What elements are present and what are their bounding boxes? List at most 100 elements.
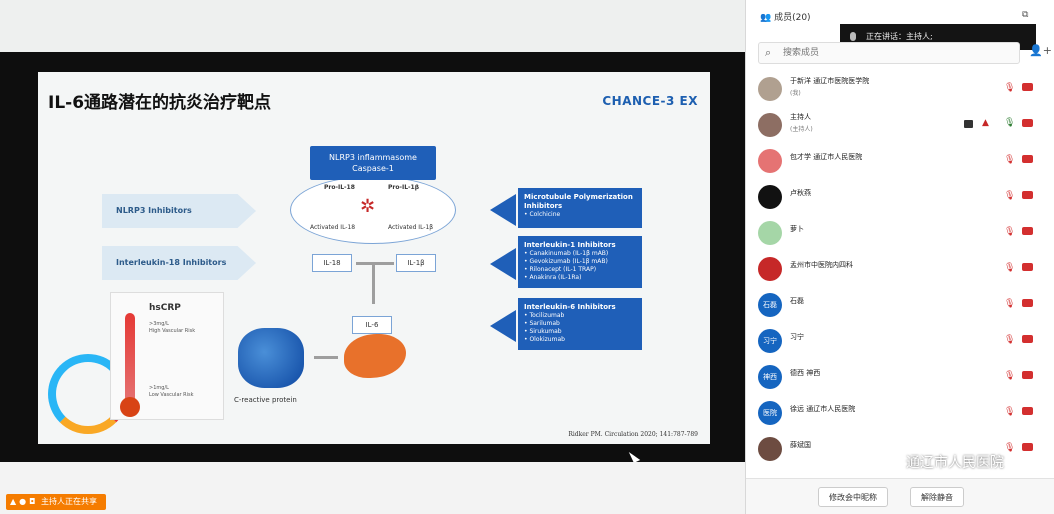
camera-off-icon[interactable] — [1022, 119, 1033, 127]
connector — [372, 264, 375, 304]
member-name: 徐远 通辽市人民医院 — [790, 405, 856, 413]
nlrp3-inhibitors-label: NLRP3 Inhibitors — [102, 194, 256, 228]
member-search[interactable]: ⌕ — [758, 42, 1020, 64]
mic-muted-icon[interactable]: 🎙 — [1004, 155, 1016, 165]
mic-muted-icon[interactable]: 🎙 — [1004, 335, 1016, 345]
il6-inhibitors-box: Interleukin-6 Inhibitors • Tocilizumab •… — [518, 298, 642, 350]
pre-il18-label: Pro-IL-18 — [324, 184, 355, 191]
member-row[interactable]: 习宁 习宁 🎙 — [746, 324, 1054, 360]
mic-active-icon[interactable]: 🎙 — [1004, 118, 1016, 128]
member-name: 薛斌国 — [790, 441, 811, 449]
camera-off-icon[interactable] — [1022, 335, 1033, 343]
low-risk-value: >1mg/L — [149, 385, 169, 391]
crp-protein-image — [238, 328, 304, 388]
members-title: 成员(20) — [774, 13, 811, 23]
avatar — [758, 77, 782, 101]
il1-item: • Gevokizumab (IL-1β mAB) — [524, 258, 608, 265]
search-input[interactable] — [783, 45, 1013, 61]
thermometer-bulb — [120, 397, 140, 417]
member-row[interactable]: 主持人 (主持人) ▲ 🎙 — [746, 108, 1054, 144]
members-panel: 👥 成员(20) ⧉ 正在讲话：主持人; ⌕ 👤+ 于新洋 通辽市医院医学院 (… — [745, 0, 1054, 514]
user-icon: ▲ — [10, 497, 17, 506]
add-member-icon[interactable]: 👤+ — [1029, 44, 1052, 57]
member-name: 德西 神西 — [790, 369, 821, 377]
member-row[interactable]: 于新洋 通辽市医院医学院 (我) 🎙 — [746, 72, 1054, 108]
pre-il1b-label: Pro-IL-1β — [388, 184, 419, 191]
members-header: 👥 成员(20) — [760, 10, 811, 23]
member-role: (我) — [790, 90, 801, 97]
connector — [356, 262, 394, 265]
nlrp3-box: NLRP3 inflammasome Caspase-1 — [310, 146, 436, 180]
sharing-status-badge[interactable]: ▲●◘ 主持人正在共享 — [6, 494, 107, 510]
member-row[interactable]: 薛斌国 🎙 — [746, 432, 1054, 468]
camera-off-icon[interactable] — [1022, 443, 1033, 451]
member-name: 孟州市中医院内四科 — [790, 261, 853, 269]
sharing-status-text: 主持人正在共享 — [41, 497, 98, 506]
avatar — [758, 185, 782, 209]
caspase-pinwheel-icon: ✲ — [360, 196, 376, 217]
member-row[interactable]: 卢秋燕 🎙 — [746, 180, 1054, 216]
microtubule-box: Microtubule Polymerization Inhibitors • … — [518, 188, 642, 228]
avatar: 习宁 — [758, 329, 782, 353]
member-list: 于新洋 通辽市医院医学院 (我) 🎙 主持人 (主持人) ▲ 🎙 包才学 通辽市… — [746, 72, 1054, 468]
member-row[interactable]: 医院 徐远 通辽市人民医院 🎙 — [746, 396, 1054, 432]
il1-item: • Rilonacept (IL-1 TRAP) — [524, 266, 597, 273]
member-name: 萝卜 — [790, 225, 804, 233]
arrow-microtubule — [490, 194, 516, 226]
presentation-slide: IL-6通路潜在的抗炎治疗靶点 CHANCE-3 EX NLRP3 inflam… — [38, 72, 710, 444]
brand-logo: CHANCE-3 EX — [602, 94, 698, 108]
member-row[interactable]: 包才学 通辽市人民医院 🎙 — [746, 144, 1054, 180]
camera-off-icon[interactable] — [1022, 227, 1033, 235]
mic-muted-icon[interactable]: 🎙 — [1004, 263, 1016, 273]
member-name: 包才学 通辽市人民医院 — [790, 153, 863, 161]
mic-muted-icon[interactable]: 🎙 — [1004, 443, 1016, 453]
mic-muted-icon[interactable]: 🎙 — [1004, 227, 1016, 237]
camera-off-icon[interactable] — [1022, 155, 1033, 163]
camera-off-icon[interactable] — [1022, 83, 1033, 91]
low-risk-label: >1mg/L Low Vascular Risk — [149, 385, 194, 399]
member-row[interactable]: 萝卜 🎙 — [746, 216, 1054, 252]
il6-item: • Sirukumab — [524, 328, 562, 335]
unmute-all-button[interactable]: 解除静音 — [910, 487, 964, 507]
hscrp-title: hsCRP — [149, 303, 181, 313]
search-icon: ⌕ — [765, 46, 772, 59]
low-risk-text: Low Vascular Risk — [149, 392, 194, 398]
slide-title: IL-6通路潜在的抗炎治疗靶点 — [48, 93, 272, 113]
high-risk-label: >3mg/L High Vascular Risk — [149, 321, 195, 335]
mic-muted-icon[interactable]: 🎙 — [1004, 83, 1016, 93]
member-row[interactable]: 神西 德西 神西 🎙 — [746, 360, 1054, 396]
panel-footer: 修改会中昵称 解除静音 — [746, 478, 1054, 514]
microtubule-title: Microtubule Polymerization Inhibitors — [524, 193, 633, 210]
camera-off-icon[interactable] — [1022, 263, 1033, 271]
network-icon: ▲ — [982, 118, 989, 128]
il6-item: • Olokizumab — [524, 336, 565, 343]
avatar: 石磊 — [758, 293, 782, 317]
il6-title: Interleukin-6 Inhibitors — [524, 303, 616, 311]
il6-box: IL-6 — [352, 316, 392, 334]
avatar: 医院 — [758, 401, 782, 425]
mic-muted-icon[interactable]: 🎙 — [1004, 299, 1016, 309]
member-name: 卢秋燕 — [790, 189, 811, 197]
rename-button[interactable]: 修改会中昵称 — [818, 487, 888, 507]
speaking-mic-icon — [850, 32, 856, 41]
member-row[interactable]: 石磊 石磊 🎙 — [746, 288, 1054, 324]
popout-icon[interactable]: ⧉ — [1022, 10, 1029, 20]
citation: Ridker PM. Circulation 2020; 141:787-789 — [568, 431, 698, 438]
connector — [314, 356, 338, 359]
member-name: 石磊 — [790, 297, 804, 305]
mic-muted-icon[interactable]: 🎙 — [1004, 371, 1016, 381]
nlrp3-line2: Caspase-1 — [352, 164, 394, 173]
avatar — [758, 257, 782, 281]
il18-inhibitors-label: Interleukin-18 Inhibitors — [102, 246, 256, 280]
camera-off-icon[interactable] — [1022, 407, 1033, 415]
watermark: 通辽市人民医院 — [906, 455, 1004, 471]
camera-off-icon[interactable] — [1022, 191, 1033, 199]
member-name: 主持人 — [790, 113, 811, 121]
high-risk-text: High Vascular Risk — [149, 328, 196, 334]
mic-muted-icon[interactable]: 🎙 — [1004, 191, 1016, 201]
camera-off-icon[interactable] — [1022, 371, 1033, 379]
camera-off-icon[interactable] — [1022, 299, 1033, 307]
il1-item: • Canakinumab (IL-1β mAB) — [524, 250, 609, 257]
mic-muted-icon[interactable]: 🎙 — [1004, 407, 1016, 417]
member-row[interactable]: 孟州市中医院内四科 🎙 — [746, 252, 1054, 288]
